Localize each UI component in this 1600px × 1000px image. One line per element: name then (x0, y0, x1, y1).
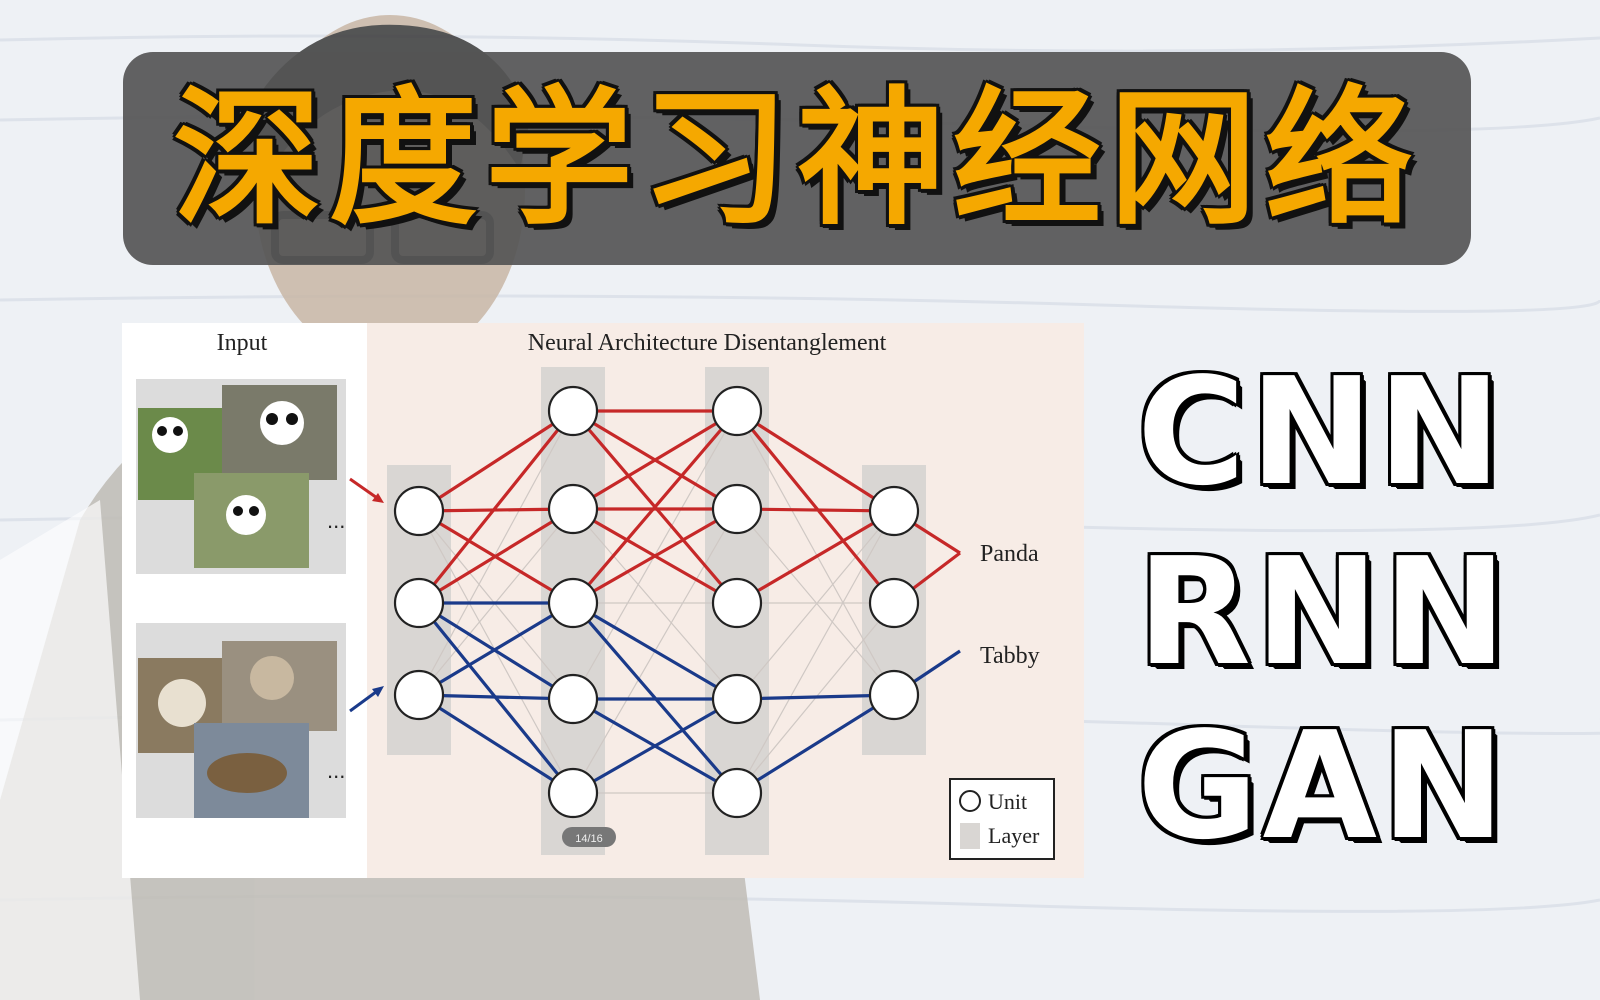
page-badge-text: 14/16 (575, 833, 603, 845)
output-label-panda: Panda (980, 541, 1039, 567)
cat-ellipsis: ... (327, 758, 345, 783)
legend: Unit Layer (949, 778, 1055, 860)
unit-l2-3 (547, 577, 599, 629)
units (393, 385, 920, 819)
unit-l1-2 (393, 577, 445, 629)
unit-l3-4 (711, 673, 763, 725)
input-label: Input (217, 330, 268, 356)
panda-images: ... (136, 379, 346, 574)
diagram-canvas: Input Neural Architecture Disentanglemen… (122, 323, 1084, 878)
neural-network-diagram: Input Neural Architecture Disentanglemen… (122, 323, 1084, 878)
red-arrow (372, 493, 384, 503)
output-label-tabby: Tabby (980, 643, 1040, 669)
unit-l1-1 (393, 485, 445, 537)
blue-connections (417, 601, 961, 795)
unit-l4-3 (868, 669, 920, 721)
unit-l1-3 (393, 669, 445, 721)
unit-l3-5 (711, 767, 763, 819)
acronym-gan: GAN (1137, 700, 1509, 872)
blue-arrow (372, 686, 384, 697)
unit-l2-2 (547, 483, 599, 535)
legend-layer-icon (960, 823, 980, 849)
unit-l4-1 (868, 485, 920, 537)
unit-l2-1 (547, 385, 599, 437)
panda-ellipsis: ... (327, 508, 345, 533)
legend-unit-icon (959, 790, 981, 812)
architecture-header: Neural Architecture Disentanglement (528, 330, 887, 356)
unit-l3-1 (711, 385, 763, 437)
unit-l2-5 (547, 767, 599, 819)
unit-l3-2 (711, 483, 763, 535)
cat-images: ... (136, 623, 346, 818)
legend-layer-label: Layer (988, 823, 1040, 848)
title-banner: 深度学习神经网络 (123, 52, 1471, 265)
page-badge (562, 827, 616, 847)
page-title: 深度学习神经网络 (173, 72, 1421, 245)
legend-unit-label: Unit (988, 789, 1027, 814)
acronym-rnn: RNN (1137, 526, 1511, 698)
unit-l2-4 (547, 673, 599, 725)
unit-l4-2 (868, 577, 920, 629)
acronym-cnn: CNN (1137, 346, 1506, 518)
unit-l3-3 (711, 577, 763, 629)
